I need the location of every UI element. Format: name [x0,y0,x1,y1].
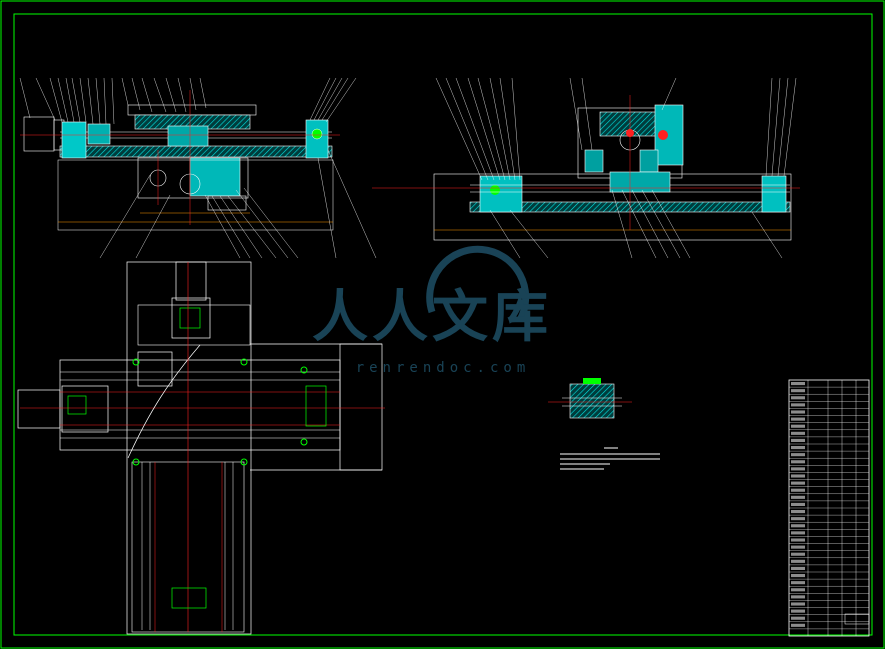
parts-list-cell-mark [791,574,805,578]
parts-list-cell-mark [791,552,805,556]
parts-list-cell-mark [791,389,805,393]
parts-list-cell-mark [791,531,805,535]
parts-list-cell-mark [791,488,805,492]
parts-list-cell-mark [791,502,805,506]
parts-list-cell-mark [791,588,805,592]
detail-view [548,378,632,419]
parts-list-cell-mark [791,495,805,499]
parts-list-cell-mark [791,595,805,599]
parts-list-cell-mark [791,460,805,464]
parts-list-cell-mark [791,566,805,570]
title-block [788,379,870,637]
parts-list-cell-mark [791,431,805,435]
parts-list-cell-mark [791,474,805,478]
parts-list-cell-mark [791,616,805,620]
parts-list-cell-mark [791,559,805,563]
parts-list-cell-mark [791,417,805,421]
parts-list-cell-mark [791,467,805,471]
parts-list-cell-mark [791,623,805,627]
watermark-logo-text: 人人文库 [312,285,552,350]
parts-list-cell-mark [791,424,805,428]
parts-list-cell-mark [791,517,805,521]
front-section-view [19,77,377,259]
parts-list-cell-mark [791,481,805,485]
parts-list-cell-mark [791,446,805,450]
parts-list-cell-mark [791,545,805,549]
watermark-logo-icon [426,245,530,322]
parts-list-cell-mark [791,438,805,442]
parts-list-cell-mark [791,538,805,542]
parts-list-cell-mark [791,524,805,528]
parts-list-cell-mark [791,382,805,386]
plan-view [17,261,385,635]
technical-notes [560,447,660,470]
watermark-url: renrendoc.com [356,360,531,376]
parts-list-cell-mark [791,602,805,606]
watermark: 人人文库 renrendoc.com [312,245,552,376]
side-section-view [372,77,800,259]
parts-list-cell-mark [791,609,805,613]
parts-list-cell-mark [791,410,805,414]
parts-list-cell-mark [791,453,805,457]
parts-list-cell-mark [791,581,805,585]
parts-list-cell-mark [791,403,805,407]
parts-list-cell-mark [791,396,805,400]
parts-list-cell-mark [791,510,805,514]
